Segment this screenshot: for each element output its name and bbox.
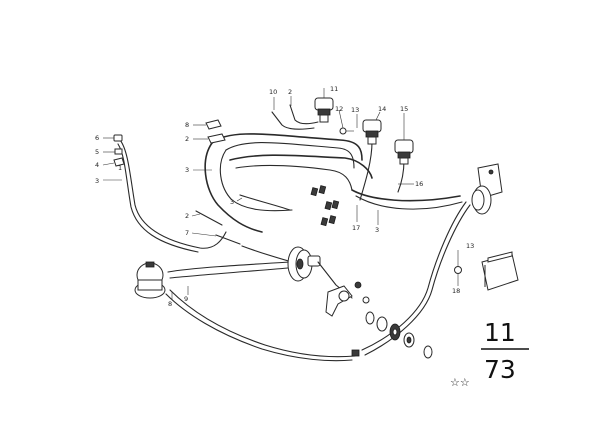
vacuum-unit-11 bbox=[314, 88, 334, 123]
callout-5: 5 bbox=[95, 148, 99, 156]
callout-13b-pre: 13 bbox=[466, 242, 474, 250]
hose-right-1 bbox=[351, 189, 461, 202]
connector-4 bbox=[113, 157, 125, 167]
callout-15: 15 bbox=[400, 105, 408, 113]
callout-3b: 3 bbox=[230, 198, 234, 206]
clip-8-a bbox=[205, 119, 222, 130]
callout-3d: 3 bbox=[185, 166, 189, 174]
callout-8: 8 bbox=[168, 300, 172, 308]
rating-stars: ☆☆ bbox=[450, 376, 470, 389]
hose-upper-4 bbox=[235, 164, 353, 191]
hose-short-3 bbox=[239, 194, 291, 211]
connector-group-left bbox=[113, 134, 125, 167]
vacuum-unit-14 bbox=[362, 119, 382, 145]
callout-3c: 3 bbox=[375, 226, 379, 234]
hose-left-long-b bbox=[117, 143, 199, 253]
hose-piece-7b bbox=[241, 245, 293, 263]
hose-loop-outer bbox=[204, 142, 263, 233]
control-unit-18 bbox=[454, 251, 519, 291]
hose-bottom-long bbox=[169, 289, 356, 358]
hose-loop-inner bbox=[219, 149, 293, 212]
hose-15-down bbox=[397, 159, 405, 193]
clip-5 bbox=[114, 148, 123, 155]
hose-top-10 bbox=[271, 111, 315, 130]
leader-lines bbox=[102, 96, 459, 300]
hose-left-long bbox=[119, 139, 227, 249]
clip-8-b bbox=[207, 133, 226, 144]
callout-12: 12 bbox=[335, 105, 343, 113]
hose-mid-2 bbox=[169, 267, 289, 279]
vacuum-regulator-left bbox=[134, 261, 166, 299]
washer-chain bbox=[351, 311, 433, 359]
clip-group-center bbox=[310, 185, 340, 227]
callout-11: 11 bbox=[330, 85, 338, 93]
linkage-assembly bbox=[317, 261, 370, 317]
reference-group-bottom: 73 bbox=[484, 355, 516, 384]
hose-mid-1 bbox=[167, 261, 291, 273]
hose-piece-7 bbox=[215, 234, 241, 245]
callout-labels: 6 5 4 1 3 2 7 8 9 3 2 10 11 12 13 14 15 … bbox=[95, 85, 474, 308]
callout-1: 1 bbox=[118, 164, 122, 172]
callout-6: 6 bbox=[95, 134, 99, 142]
hose-group bbox=[117, 104, 471, 362]
callout-2b: 2 bbox=[288, 88, 292, 96]
callout-14: 14 bbox=[378, 105, 386, 113]
callout-4: 4 bbox=[95, 161, 99, 169]
hose-top-2 bbox=[289, 104, 319, 125]
callout-10: 10 bbox=[269, 88, 277, 96]
hose-bottom-long-b bbox=[165, 293, 353, 362]
callout-16: 16 bbox=[415, 180, 423, 188]
reference-group-top: 11 bbox=[484, 318, 516, 347]
hose-right-long-b bbox=[361, 201, 467, 351]
diaphragm-right bbox=[471, 163, 503, 215]
hose-14-down bbox=[359, 141, 373, 201]
hose-upper-2 bbox=[225, 142, 355, 169]
diaphragm-center bbox=[287, 246, 321, 282]
callout-2c: 2 bbox=[185, 135, 189, 143]
callout-17: 17 bbox=[352, 224, 360, 232]
hose-upper-1 bbox=[211, 133, 363, 161]
diagram-reference: 11 73 bbox=[481, 318, 529, 384]
callout-2: 2 bbox=[185, 212, 189, 220]
vacuum-unit-15 bbox=[394, 139, 414, 165]
hose-upper-3 bbox=[229, 154, 373, 179]
clip-6 bbox=[113, 134, 123, 142]
callout-13: 13 bbox=[351, 106, 359, 114]
callout-7: 7 bbox=[185, 229, 189, 237]
bolt-12 bbox=[339, 127, 354, 135]
callout-8b: 8 bbox=[185, 121, 189, 129]
hose-piece-2 bbox=[195, 210, 223, 226]
callout-3: 3 bbox=[95, 177, 99, 185]
hose-right-long bbox=[364, 204, 471, 356]
hose-right-2 bbox=[355, 195, 463, 210]
callout-18: 18 bbox=[452, 287, 460, 295]
clip-group-top bbox=[205, 119, 226, 144]
callout-9: 9 bbox=[184, 295, 188, 303]
